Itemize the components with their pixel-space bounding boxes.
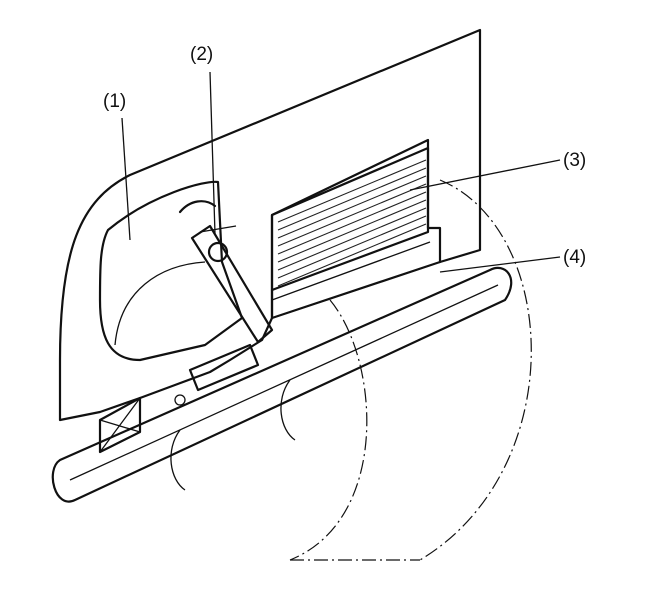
callout-4: (4)	[563, 247, 586, 268]
housing-cavity	[98, 180, 244, 362]
bearing	[98, 343, 260, 454]
seal-lever	[178, 200, 274, 344]
housing-casting	[58, 28, 482, 422]
stator-core	[270, 146, 442, 320]
callout-3: (3)	[563, 150, 586, 171]
leader-lines	[121, 71, 561, 273]
callout-1: (1)	[103, 91, 126, 112]
shaft	[51, 266, 513, 503]
rotor-outline	[289, 179, 532, 561]
cavity-inner-curve	[114, 261, 206, 346]
callout-2: (2)	[190, 44, 213, 65]
